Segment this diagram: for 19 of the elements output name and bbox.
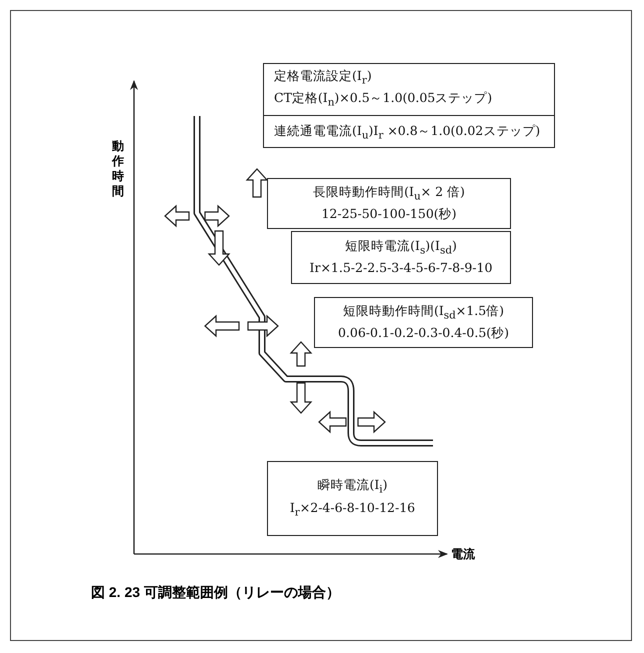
setting-text: 連続通電電流(I$_{u}$)I$_{r}$ ×0.8～1.0(0.02ステップ) [264,115,554,144]
setting-text: 12-25-50-100-150(秒) [321,205,457,224]
setting-text: CT定格(I$_{n}$)×0.5～1.0(0.05ステップ) [273,88,494,110]
setting-box [267,461,438,536]
setting-text: I$_{r}$×2-4-6-8-10-12-16 [290,498,416,520]
setting-box [291,231,511,284]
setting-text: 定格電流設定(I$_{r}$) [273,66,373,88]
setting-text: 短限時動作時間(I$_{sd}$×1.5倍) [342,302,504,324]
setting-text: 瞬時電流(I$_{i}$) [317,476,388,498]
figure-caption: 図 2. 23 可調整範囲例（リレーの場合） [91,584,340,602]
setting-box [314,297,533,348]
setting-box [267,178,511,229]
setting-box [263,63,555,148]
setting-text: 短限時電流(I$_{s}$)(I$_{sd}$) [345,237,457,259]
setting-text: 0.06-0.1-0.2-0.3-0.4-0.5(秒) [338,324,510,342]
axis-label: 電流 [451,546,475,563]
setting-text: 長限時動作時間(I$_{u}$× 2 倍) [313,183,465,205]
axis-label: 動作時間 [112,139,125,199]
setting-text: Ir×1.5-2-2.5-3-4-5-6-7-8-9-10 [310,259,492,278]
